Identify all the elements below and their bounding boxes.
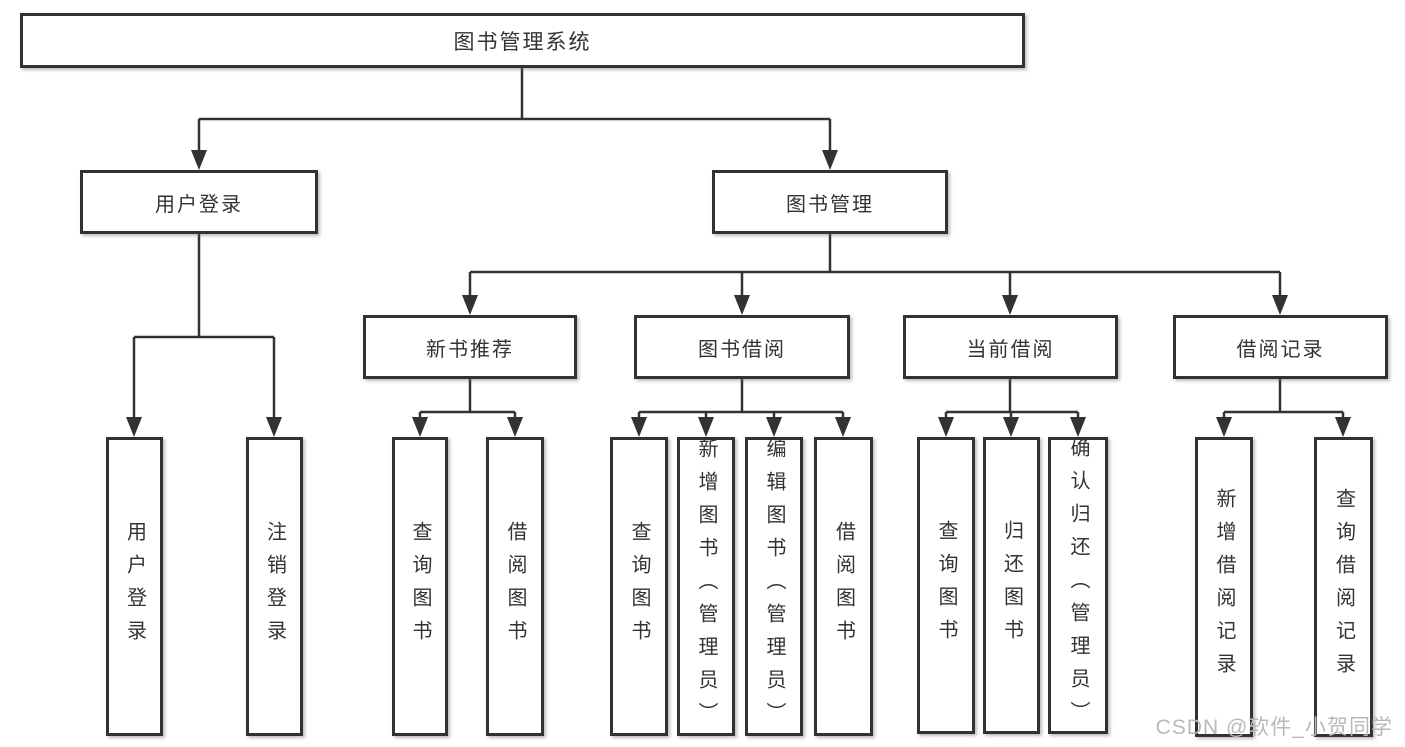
leaf-cb-confirm-return-admin-label: 确认归还（管理员） bbox=[1067, 437, 1089, 734]
node-borrowing-records: 借阅记录 bbox=[1173, 315, 1388, 379]
leaf-cb-query-books: 查询图书 bbox=[917, 437, 975, 734]
node-book-management: 图书管理 bbox=[712, 170, 948, 234]
leaf-cb-query-books-label: 查询图书 bbox=[935, 519, 957, 652]
leaf-bb-borrow-books-label: 借阅图书 bbox=[832, 520, 855, 653]
leaf-nb-query-books-label: 查询图书 bbox=[409, 520, 431, 653]
leaf-cb-confirm-return-admin: 确认归还（管理员） bbox=[1048, 437, 1108, 734]
node-borrowing-records-label: 借阅记录 bbox=[1236, 338, 1325, 361]
leaf-nb-query-books: 查询图书 bbox=[392, 437, 448, 736]
node-library-system: 图书管理系统 bbox=[20, 13, 1025, 68]
node-book-management-label: 图书管理 bbox=[786, 193, 874, 216]
leaf-bb-edit-books-admin-label: 编辑图书（管理员） bbox=[763, 438, 785, 735]
node-user-login-label: 用户登录 bbox=[155, 193, 243, 216]
node-book-borrowing: 图书借阅 bbox=[634, 315, 850, 379]
node-new-book-recommend: 新书推荐 bbox=[363, 315, 577, 379]
leaf-bb-add-books-admin: 新增图书（管理员） bbox=[677, 437, 735, 736]
leaf-bb-edit-books-admin: 编辑图书（管理员） bbox=[745, 437, 803, 736]
node-library-system-label: 图书管理系统 bbox=[453, 30, 592, 54]
leaf-cb-return-books-label: 归还图书 bbox=[1000, 519, 1023, 652]
leaf-br-add-record: 新增借阅记录 bbox=[1195, 437, 1253, 737]
node-current-borrowing-label: 当前借阅 bbox=[966, 338, 1055, 361]
leaf-logout: 注销登录 bbox=[246, 437, 303, 736]
leaf-br-add-record-label: 新增借阅记录 bbox=[1213, 488, 1235, 686]
leaf-nb-borrow-books: 借阅图书 bbox=[486, 437, 544, 736]
leaf-user-login-label: 用户登录 bbox=[123, 520, 146, 653]
node-book-borrowing-label: 图书借阅 bbox=[698, 338, 786, 361]
leaf-br-query-record: 查询借阅记录 bbox=[1314, 437, 1373, 737]
leaf-bb-query-books: 查询图书 bbox=[610, 437, 668, 736]
leaf-user-login: 用户登录 bbox=[106, 437, 163, 736]
leaf-cb-return-books: 归还图书 bbox=[983, 437, 1040, 734]
node-new-book-recommend-label: 新书推荐 bbox=[426, 338, 514, 361]
csdn-watermark: CSDN @软件_小贺同学 bbox=[1155, 716, 1393, 739]
leaf-br-query-record-label: 查询借阅记录 bbox=[1332, 488, 1355, 686]
node-current-borrowing: 当前借阅 bbox=[903, 315, 1118, 379]
leaf-bb-query-books-label: 查询图书 bbox=[628, 520, 650, 653]
leaf-nb-borrow-books-label: 借阅图书 bbox=[504, 520, 526, 653]
leaf-bb-borrow-books: 借阅图书 bbox=[814, 437, 873, 736]
leaf-logout-label: 注销登录 bbox=[263, 520, 286, 653]
node-user-login: 用户登录 bbox=[80, 170, 318, 234]
leaf-bb-add-books-admin-label: 新增图书（管理员） bbox=[695, 438, 717, 735]
